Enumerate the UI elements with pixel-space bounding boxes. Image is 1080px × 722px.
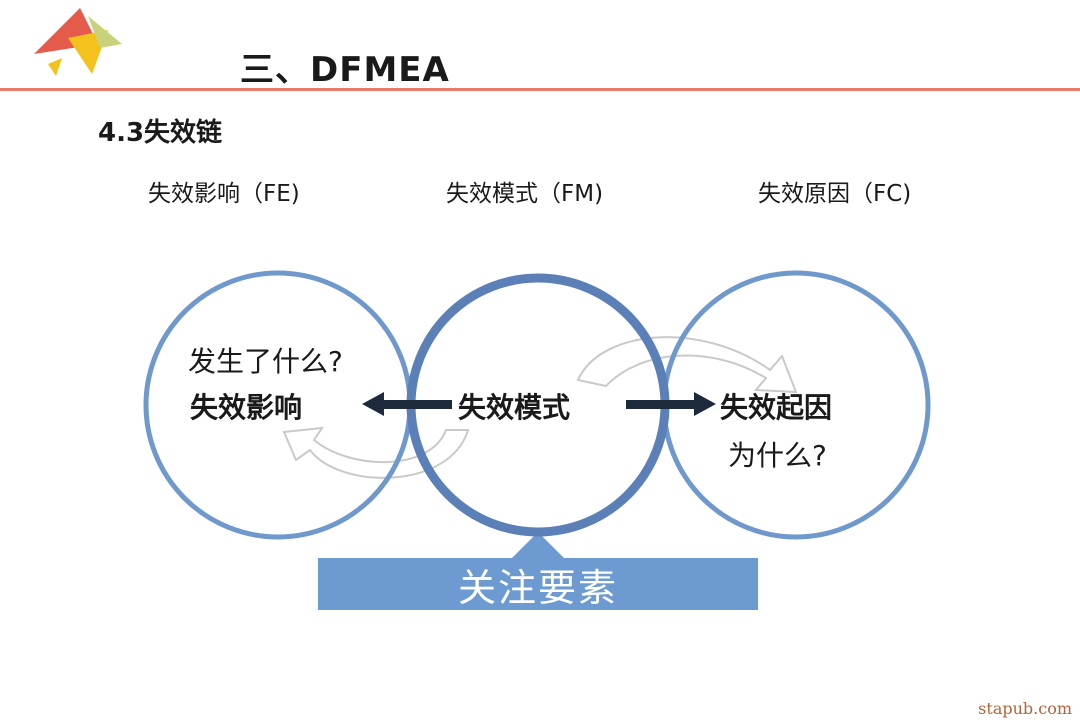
focus-up-arrow [508, 532, 568, 566]
column-heading-effect: 失效影响（FE) [148, 181, 300, 207]
cause-label: 失效起因 [720, 391, 833, 424]
section-heading: 4.3失效链 [98, 118, 223, 148]
focus-box [318, 558, 758, 610]
mode-label: 失效模式 [458, 391, 571, 424]
effect-label: 失效影响 [190, 391, 303, 424]
watermark: stapub.com [978, 699, 1072, 718]
curved-arrow-bottom [282, 426, 470, 479]
title-divider [0, 88, 1080, 91]
slide-title: 三、DFMEA [240, 50, 450, 90]
arrow-left-head [362, 392, 384, 416]
logo-triangles-icon [34, 8, 122, 76]
focus-label: 关注要素 [457, 565, 618, 610]
column-heading-mode: 失效模式（FM) [446, 181, 604, 207]
curved-arrow-top [576, 336, 798, 394]
effect-question: 发生了什么? [188, 345, 343, 378]
arrow-right-head [694, 392, 716, 416]
column-heading-cause: 失效原因（FC) [758, 181, 912, 207]
cause-question: 为什么? [728, 439, 827, 472]
